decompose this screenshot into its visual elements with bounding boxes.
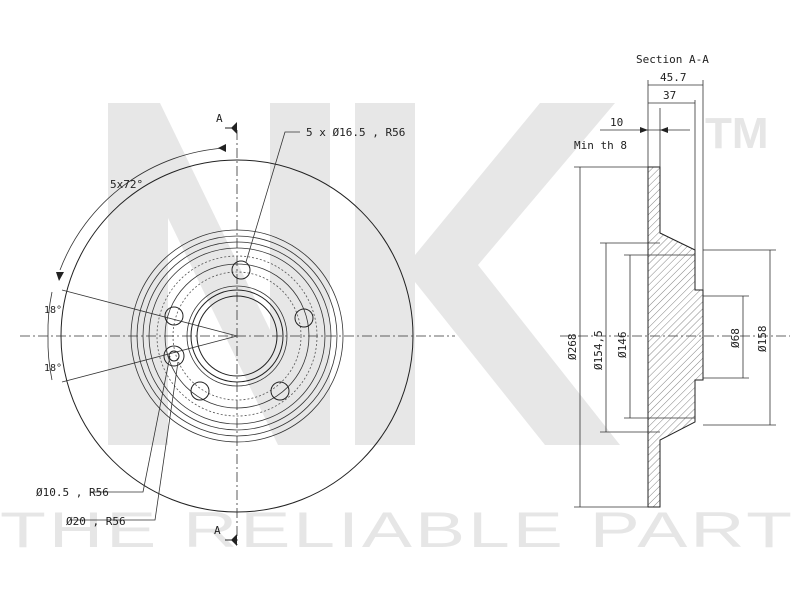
small-hole (168, 350, 180, 362)
small-hole-label: Ø10.5 , R56 (36, 486, 109, 499)
logo-letter-k (355, 103, 620, 445)
angle-lower-arc (47, 335, 53, 381)
angle-upper-label: 18° (44, 305, 62, 316)
section-marker-bottom-arrow (231, 534, 237, 546)
dia-hub: Ø158 (756, 326, 769, 353)
min-thickness: Min th 8 (574, 139, 627, 152)
angle-lower-label: 18° (44, 363, 62, 374)
disc-profile (647, 166, 704, 508)
dia-outer: Ø268 (566, 334, 579, 361)
angle-upper-leader (61, 289, 238, 337)
dim-hat-depth: 37 (663, 89, 676, 102)
angle-pattern-label: 5x72° (110, 178, 143, 191)
section-marker-top-label: A (216, 112, 223, 125)
small-hole-leader (90, 355, 171, 493)
large-hole-leader (70, 361, 179, 521)
section-view: Section A-A 45.7 37 10 Min th 8 Ø268 (560, 53, 790, 508)
dia-friction-inner: Ø154,5 (592, 330, 605, 370)
dia-hat: Ø146 (616, 332, 629, 359)
section-title: Section A-A (636, 53, 709, 66)
section-marker-top-arrow (231, 122, 237, 134)
front-view: A A 5 x Ø16.5 , R56 5x72° 18° 18° Ø10.5 … (20, 112, 455, 546)
bolt-holes-label: 5 x Ø16.5 , R56 (306, 126, 405, 139)
dim-total-width: 45.7 (660, 71, 687, 84)
bolt-hole-left (164, 306, 184, 326)
dim-disc-arrow-right (660, 127, 668, 133)
logo-letter-n (108, 103, 330, 445)
angle-lower-leader (61, 335, 238, 383)
bolt-hole-right (294, 308, 314, 328)
bolt-hole-top (231, 260, 251, 280)
large-hole-label: Ø20 , R56 (66, 515, 126, 528)
angle-upper-arc (47, 291, 53, 337)
dim-disc-thickness: 10 (610, 116, 623, 129)
section-marker-bottom-label: A (214, 524, 221, 537)
logo-trademark: TM (705, 109, 769, 158)
angle-pattern-arrow-bottom (56, 272, 64, 281)
dia-center-bore: Ø68 (729, 328, 742, 348)
angle-pattern-arrow-top (218, 144, 226, 152)
logo-slogan: THE RELIABLE PART (0, 502, 795, 558)
bolt-hole-bottom-left (190, 381, 210, 401)
large-hole (163, 345, 185, 367)
bolt-hole-bottom-right (270, 381, 290, 401)
angle-pattern-arc (59, 147, 226, 271)
dim-disc-arrow-left (640, 127, 648, 133)
watermark-logo: TM THE RELIABLE PART (0, 103, 795, 558)
bolt-holes-leader (245, 131, 300, 263)
